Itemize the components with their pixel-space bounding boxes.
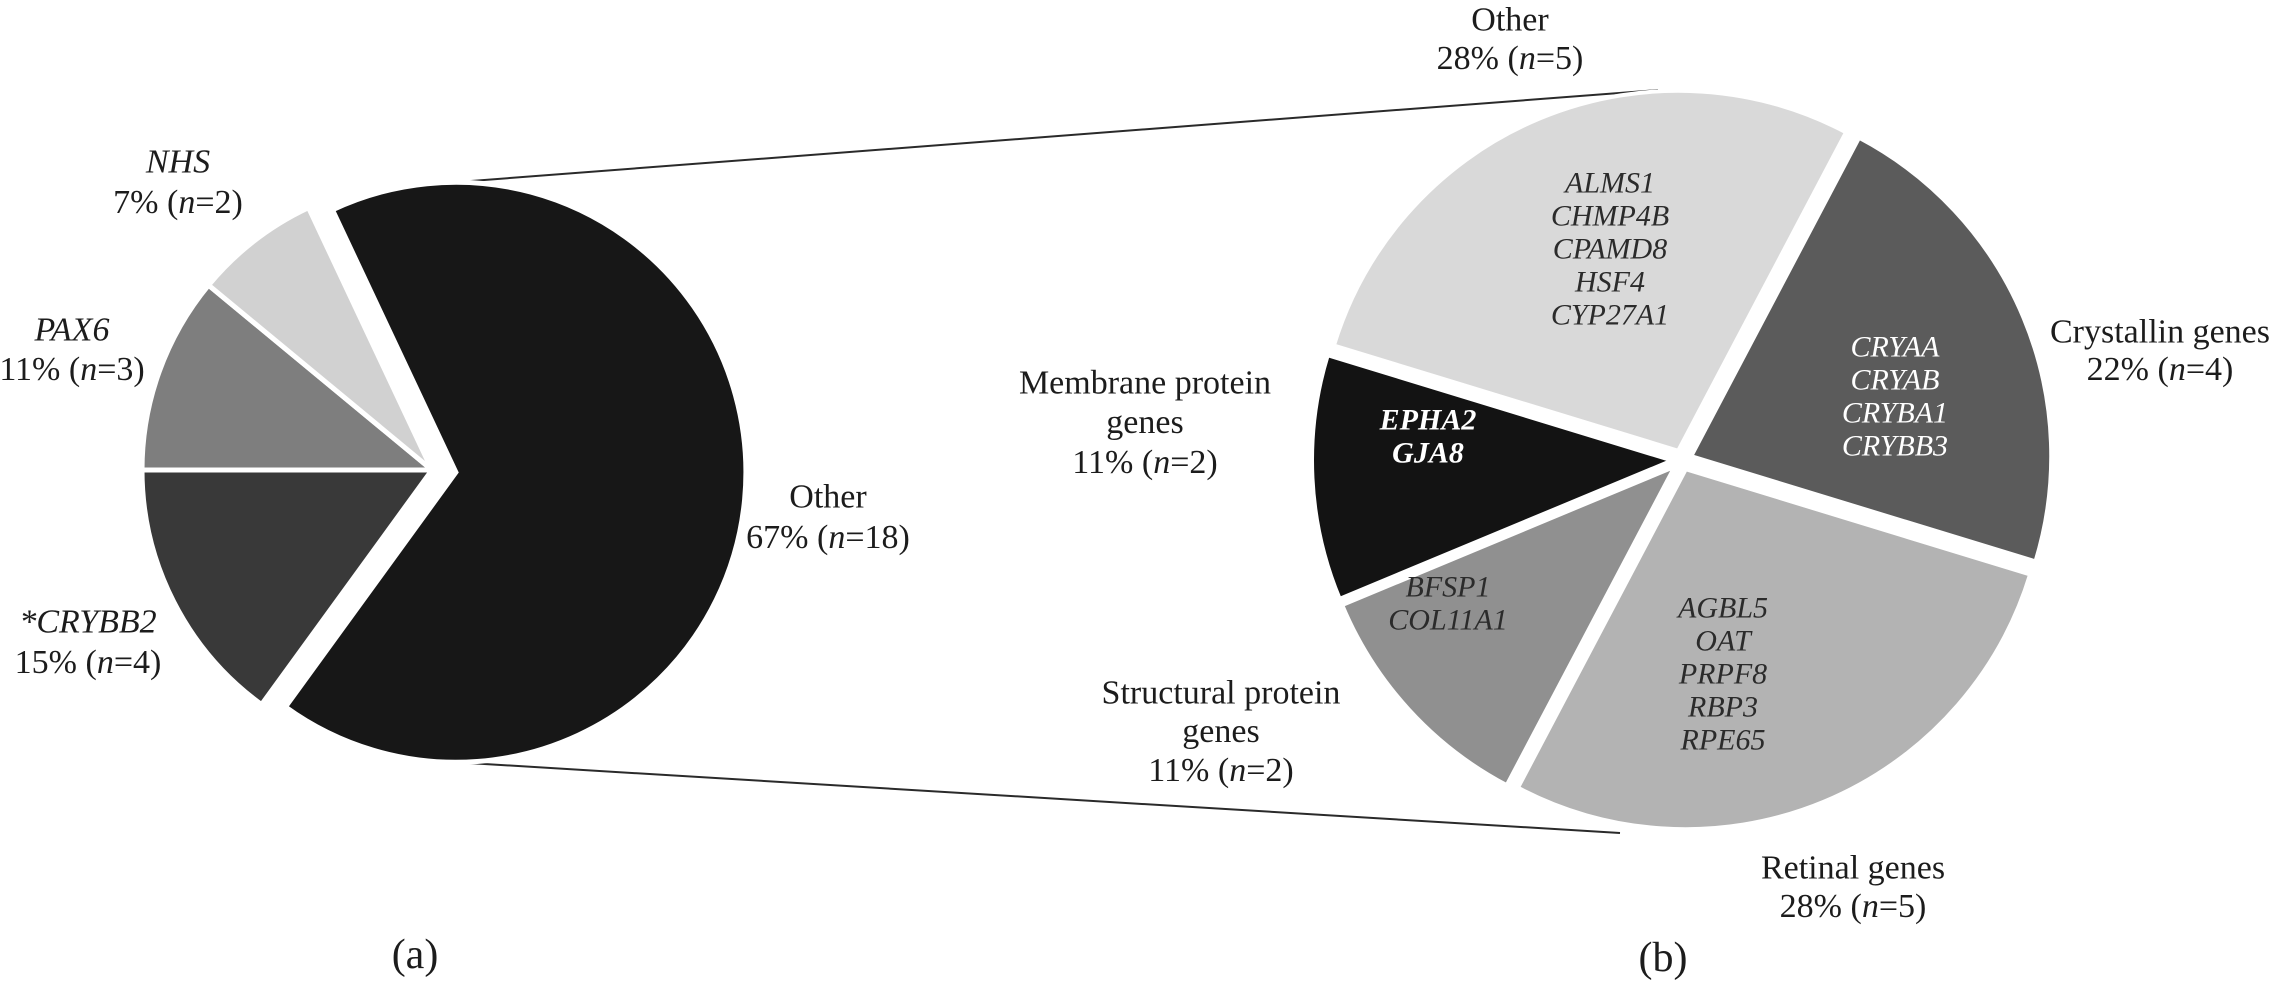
pie-a-label-crybb2-line1: *CRYBB2 xyxy=(19,604,156,641)
pie-a-label-other-line1: Other xyxy=(789,479,867,516)
pie-b-label-other_b-line1: Other xyxy=(1471,2,1549,39)
pie-b-gene-crystallin-1: CRYAA xyxy=(1850,331,1940,364)
pie-a-label-nhs-line1: NHS xyxy=(145,144,210,181)
pie-b-gene-retinal-4: RBP3 xyxy=(1687,691,1758,724)
pie-b-slice-other_b xyxy=(1331,88,1849,454)
pie-b-gene-retinal-3: PRPF8 xyxy=(1678,658,1767,691)
pie-a-value-nhs: 7% (n=2) xyxy=(113,184,243,221)
pie-b-gene-crystallin-2: CRYAB xyxy=(1850,364,1939,397)
pie-b-gene-other_b-4: HSF4 xyxy=(1574,266,1645,299)
pie-b-label-crystallin-line1: Crystallin genes xyxy=(2050,314,2270,351)
pie-b-gene-membrane-1: EPHA2 xyxy=(1379,404,1477,437)
pie-b-label-structural-line2: genes xyxy=(1182,713,1259,750)
pie-b-gene-structural-2: COL11A1 xyxy=(1388,604,1507,637)
pie-a-value-crybb2: 15% (n=4) xyxy=(15,644,162,681)
pie-b-value-structural: 11% (n=2) xyxy=(1148,752,1293,789)
pie-b-gene-other_b-5: CYP27A1 xyxy=(1551,299,1669,332)
pie-b-slice-membrane xyxy=(1310,352,1678,602)
panel-b-label: (b) xyxy=(1639,935,1688,981)
pie-b-gene-other_b-1: ALMS1 xyxy=(1563,167,1655,200)
pie-b-slice-structural xyxy=(1339,462,1679,788)
pie-b-value-membrane: 11% (n=2) xyxy=(1072,444,1217,481)
panel-a-label: (a) xyxy=(392,932,439,978)
pie-a-slice-nhs xyxy=(205,204,435,472)
pie-b-gene-crystallin-3: CRYBA1 xyxy=(1842,397,1948,430)
pie-a-slice-other xyxy=(281,179,749,765)
pie-b-value-other_b: 28% (n=5) xyxy=(1437,40,1584,77)
pie-b-label-membrane-line1: Membrane protein xyxy=(1019,365,1271,402)
pie-b-gene-membrane-2: GJA8 xyxy=(1392,437,1464,470)
pie-b-label-structural-line1: Structural protein xyxy=(1102,675,1341,712)
connector-lines-group xyxy=(457,89,1659,834)
pie-a-value-other: 67% (n=18) xyxy=(746,519,910,556)
pie-b-gene-retinal-5: RPE65 xyxy=(1680,724,1766,757)
pie-b-slice-retinal xyxy=(1515,466,2033,832)
pie-b-value-crystallin: 22% (n=4) xyxy=(2087,351,2234,388)
pie-charts-group xyxy=(139,88,2054,832)
pie-b-gene-structural-1: BFSP1 xyxy=(1406,571,1491,604)
pie-b-value-retinal: 28% (n=5) xyxy=(1780,888,1927,925)
pie-b-gene-retinal-1: AGBL5 xyxy=(1676,592,1768,625)
pie-a-slice-pax6 xyxy=(139,281,439,473)
pie-b-gene-other_b-3: CPAMD8 xyxy=(1553,233,1667,266)
pie-a-slice-crybb2 xyxy=(139,467,437,709)
pie-a-label-pax6-line1: PAX6 xyxy=(34,312,110,349)
pie-b-gene-retinal-2: OAT xyxy=(1695,625,1753,658)
pie-a-value-pax6: 11% (n=3) xyxy=(0,351,145,388)
connector-line-bottom xyxy=(467,762,1621,834)
pie-b-label-membrane-line2: genes xyxy=(1106,404,1183,441)
pie-b-gene-other_b-2: CHMP4B xyxy=(1551,200,1669,233)
pie-b-gene-crystallin-4: CRYBB3 xyxy=(1842,430,1948,463)
pie-b-label-retinal-line1: Retinal genes xyxy=(1761,850,1945,887)
connector-line-top xyxy=(457,89,1659,183)
pie-b-slice-crystallin xyxy=(1688,135,2054,564)
